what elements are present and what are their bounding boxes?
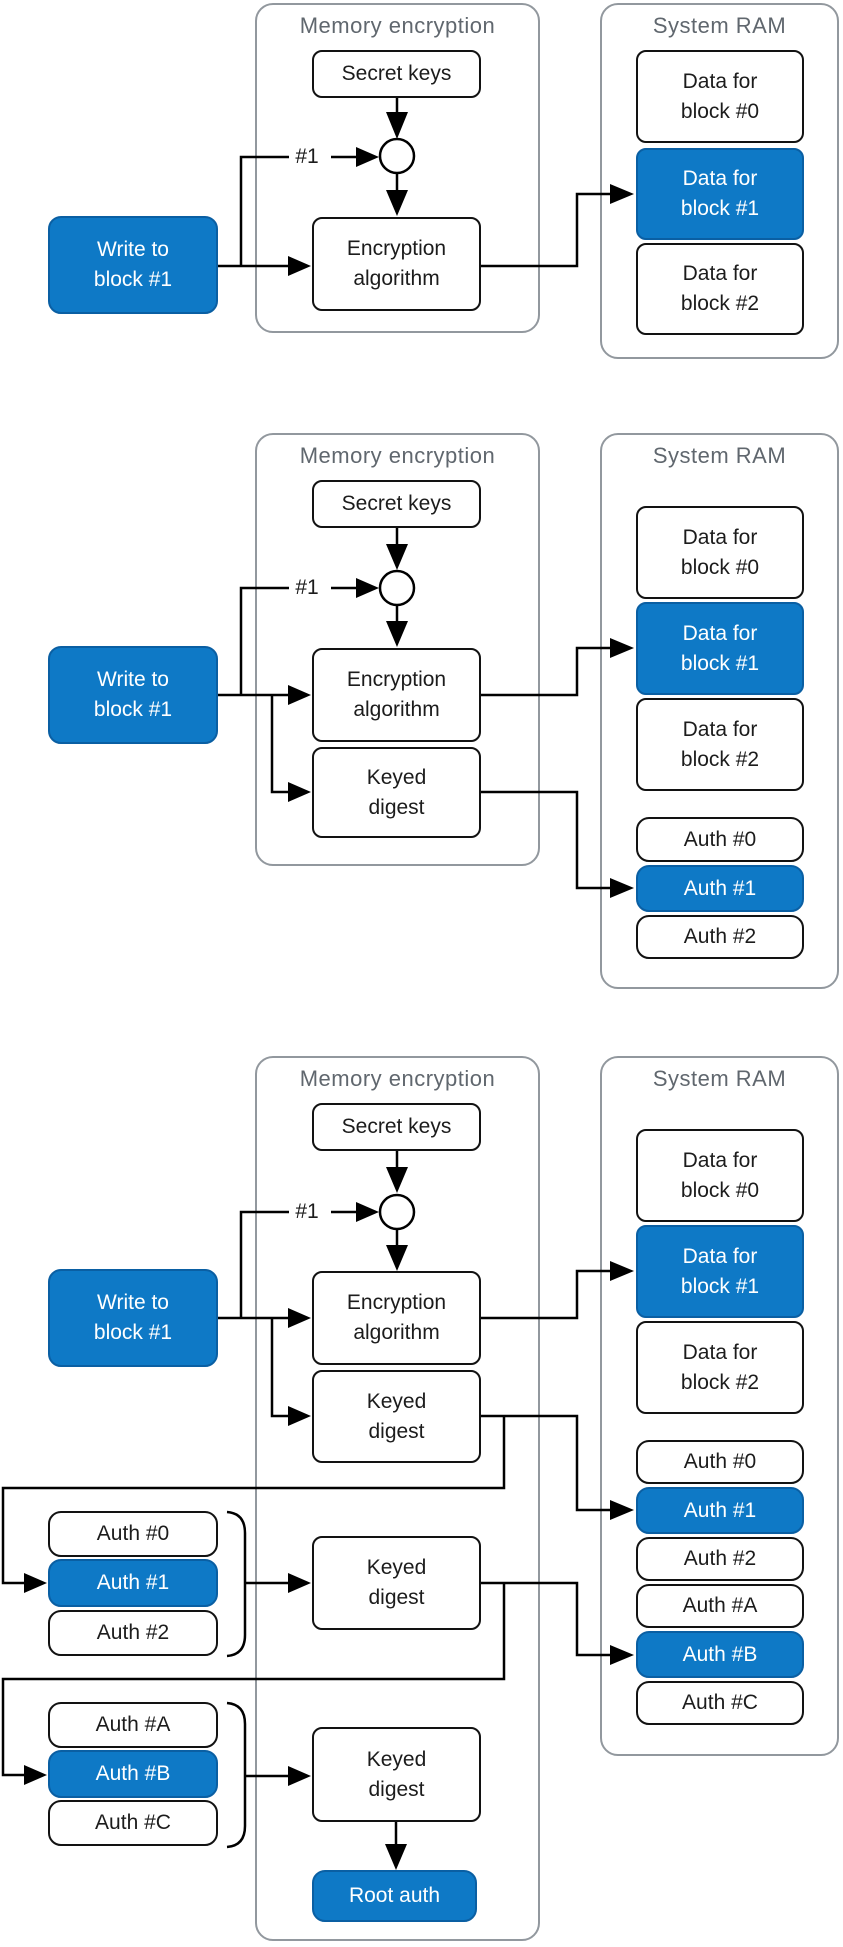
s3-root-auth-box: Root auth — [312, 1870, 477, 1922]
s1-write-to-block-label: Write to block #1 — [93, 238, 173, 291]
s1-encryption-algorithm-box: Encryption algorithm — [312, 217, 481, 311]
s2-encryption-algorithm-box: Encryption algorithm — [312, 648, 481, 742]
s3-keyed-digest-1-box: Keyed digest — [312, 1370, 481, 1463]
s3-auth-1: Auth #1 — [636, 1487, 804, 1534]
s2-write-to-block-box: Write to block #1 — [48, 646, 218, 744]
s3-wraparound1-arrowhead — [24, 1573, 47, 1593]
s2-data-block-0-label: Data for block #0 — [680, 525, 760, 579]
s2-write-to-block-label: Write to block #1 — [93, 668, 173, 721]
s3-group2-brace — [226, 1701, 247, 1849]
s2-data-block-1-label: Data for block #1 — [680, 621, 760, 675]
s2-block-index-label: #1 — [295, 576, 319, 599]
s1-data-block-1-label: Data for block #1 — [680, 167, 760, 220]
s2-encryption-algorithm-label: Encryption algorithm — [346, 668, 447, 721]
s1-data-block-2: Data for block #2 — [636, 243, 804, 335]
s3-system-ram-title: System RAM — [652, 1066, 787, 1091]
s3-auth-c: Auth #C — [636, 1681, 804, 1725]
s1-block-index-label: #1 — [295, 145, 319, 168]
s2-auth-2: Auth #2 — [636, 915, 804, 959]
s2-data-block-2-label: Data for block #2 — [680, 717, 760, 771]
s3-group1-auth-1: Auth #1 — [48, 1559, 218, 1607]
s3-keyed-digest-3-label: Keyed digest — [366, 1747, 427, 1801]
s1-data-block-2-label: Data for block #2 — [680, 262, 760, 315]
s1-encryption-algorithm-label: Encryption algorithm — [346, 237, 447, 290]
s3-group1-brace — [226, 1510, 247, 1658]
s1-system-ram-container — [600, 3, 839, 359]
s3-auth-2: Auth #2 — [636, 1537, 804, 1581]
s1-data-block-1: Data for block #1 — [636, 148, 804, 240]
s1-memory-encryption-title: Memory encryption — [299, 13, 496, 38]
s2-system-ram-container — [600, 433, 839, 989]
s3-data-block-1: Data for block #1 — [636, 1225, 804, 1318]
s3-wraparound2-arrowhead — [24, 1765, 47, 1785]
s3-secret-keys-box: Secret keys — [312, 1103, 481, 1151]
s1-system-ram-title: System RAM — [652, 13, 787, 38]
s3-data-block-0-label: Data for block #0 — [680, 1148, 760, 1202]
s3-keyed-digest-2-box: Keyed digest — [312, 1536, 481, 1630]
s3-system-ram-container — [600, 1056, 839, 1756]
s3-group1-auth-0: Auth #0 — [48, 1511, 218, 1557]
s3-memory-encryption-title: Memory encryption — [299, 1066, 496, 1091]
s2-keyed-digest-label: Keyed digest — [366, 765, 427, 819]
s3-auth-b: Auth #B — [636, 1631, 804, 1678]
s3-group2-auth-a: Auth #A — [48, 1702, 218, 1748]
s3-auth-a: Auth #A — [636, 1584, 804, 1628]
s3-auth-0: Auth #0 — [636, 1440, 804, 1484]
s3-data-block-0: Data for block #0 — [636, 1129, 804, 1222]
s2-memory-encryption-title: Memory encryption — [299, 443, 496, 468]
s3-encryption-algorithm-label: Encryption algorithm — [346, 1291, 447, 1344]
s3-data-block-2-label: Data for block #2 — [680, 1340, 760, 1394]
s3-group2-auth-b: Auth #B — [48, 1750, 218, 1798]
s3-data-block-2: Data for block #2 — [636, 1321, 804, 1414]
s1-secret-keys-box: Secret keys — [312, 50, 481, 98]
s1-data-block-0: Data for block #0 — [636, 50, 804, 143]
s2-system-ram-title: System RAM — [652, 443, 787, 468]
s3-group2-auth-c: Auth #C — [48, 1800, 218, 1846]
s3-encryption-algorithm-box: Encryption algorithm — [312, 1271, 481, 1365]
s3-keyed-digest-3-box: Keyed digest — [312, 1727, 481, 1822]
s2-auth-1: Auth #1 — [636, 865, 804, 912]
s3-data-block-1-label: Data for block #1 — [680, 1244, 760, 1298]
s3-keyed-digest-1-label: Keyed digest — [366, 1389, 427, 1443]
s3-keyed-digest-2-label: Keyed digest — [366, 1556, 427, 1609]
s1-data-block-0-label: Data for block #0 — [680, 69, 760, 123]
s2-data-block-2: Data for block #2 — [636, 698, 804, 791]
s2-data-block-1: Data for block #1 — [636, 602, 804, 695]
s3-block-index-label: #1 — [295, 1200, 319, 1223]
s3-group1-auth-2: Auth #2 — [48, 1610, 218, 1656]
s1-write-to-block-box: Write to block #1 — [48, 216, 218, 314]
s2-keyed-digest-box: Keyed digest — [312, 747, 481, 838]
s2-auth-0: Auth #0 — [636, 817, 804, 862]
s2-data-block-0: Data for block #0 — [636, 506, 804, 599]
s2-secret-keys-box: Secret keys — [312, 480, 481, 528]
s3-write-to-block-box: Write to block #1 — [48, 1269, 218, 1367]
s3-write-to-block-label: Write to block #1 — [93, 1291, 173, 1344]
